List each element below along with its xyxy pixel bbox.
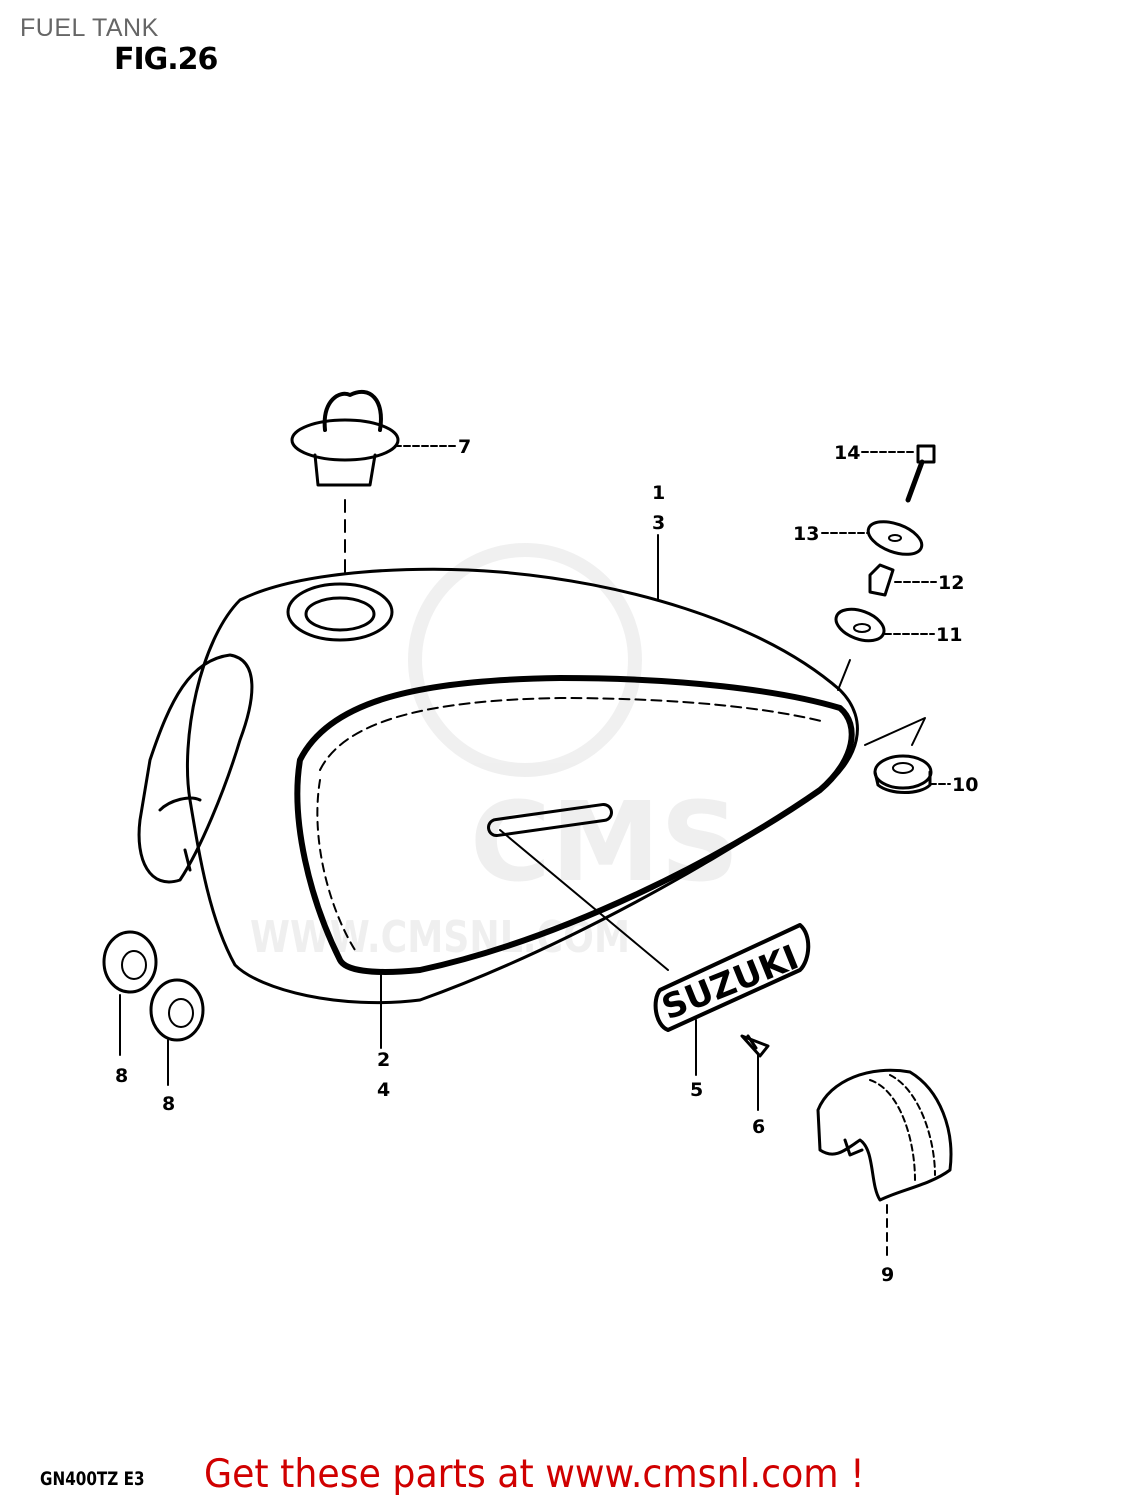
knee-rubber (816, 1068, 953, 1202)
screw (740, 1034, 770, 1058)
washer (866, 520, 924, 556)
mount-cushion (864, 717, 933, 794)
watermark: CMS WWW.CMSNL.COM (250, 543, 739, 963)
promo-link[interactable]: Get these parts at www.cmsnl.com ! (204, 1452, 865, 1497)
callout-14: 14 (834, 442, 860, 464)
watermark-logo: CMS (470, 778, 739, 906)
callout-6: 6 (752, 1116, 765, 1138)
figure-number: FIG.26 (114, 42, 218, 77)
fuel-tank (137, 567, 859, 1005)
model-code: GN400TZ E3 (40, 1468, 145, 1490)
callout-5: 5 (690, 1079, 703, 1101)
callout-9: 9 (881, 1264, 894, 1286)
collar (868, 563, 895, 597)
fuel-cap (290, 389, 400, 581)
callout-8a: 8 (115, 1065, 128, 1087)
callout-2: 2 (377, 1049, 390, 1071)
bolt (905, 444, 936, 503)
diagram-title: FUEL TANK (20, 14, 159, 42)
callout-3: 3 (652, 512, 665, 534)
callout-12: 12 (938, 572, 964, 594)
front-cushion-a (102, 930, 158, 1056)
cushion (834, 607, 886, 691)
callout-7: 7 (458, 436, 471, 458)
callout-1: 1 (652, 482, 665, 504)
callout-11: 11 (936, 624, 962, 646)
callout-13: 13 (793, 523, 819, 545)
callout-10: 10 (952, 774, 978, 796)
callout-4: 4 (377, 1079, 390, 1101)
front-cushion-b (149, 978, 205, 1086)
callout-8b: 8 (162, 1093, 175, 1115)
emblem-text: SUZUKI (656, 938, 804, 1029)
emblem: SUZUKI (653, 923, 811, 1032)
